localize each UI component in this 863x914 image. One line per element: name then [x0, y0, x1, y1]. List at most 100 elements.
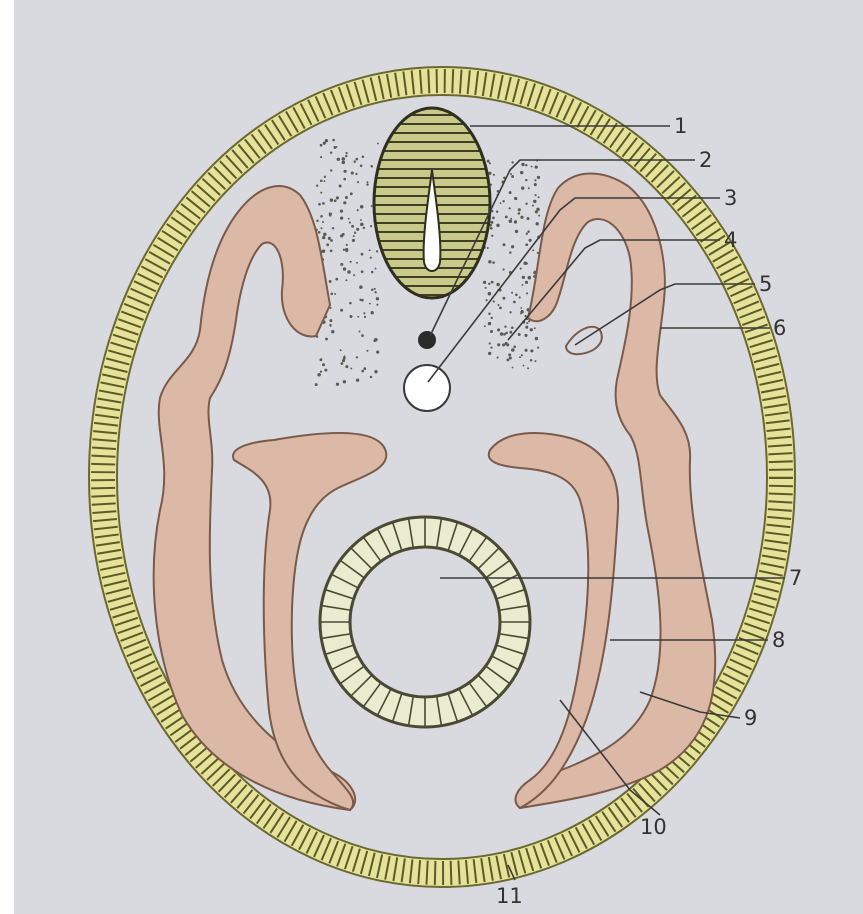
mesenchyme-dot: [329, 324, 331, 326]
mesenchyme-dot: [349, 315, 352, 318]
mesenchyme-dot: [538, 196, 540, 198]
mesenchyme-dot: [520, 171, 523, 174]
mesenchyme-dot: [528, 239, 531, 242]
mesenchyme-dot: [519, 356, 521, 358]
mesenchyme-dot: [518, 333, 521, 336]
mesenchyme-dot: [503, 243, 506, 246]
mesenchyme-dot: [353, 235, 355, 237]
mesenchyme-dot: [502, 297, 505, 300]
mesenchyme-dot: [484, 325, 486, 327]
mesenchyme-dot: [511, 245, 514, 248]
mesenchyme-dot: [506, 358, 509, 361]
mesenchyme-dot: [534, 327, 536, 329]
mesenchyme-dot: [535, 210, 538, 213]
mesenchyme-dot: [518, 208, 521, 211]
mesenchyme-dot: [330, 151, 332, 153]
mesenchyme-dot: [363, 312, 365, 314]
mesenchyme-dot: [502, 200, 504, 202]
mesenchyme-dot: [509, 207, 511, 209]
mesenchyme-dot: [509, 311, 511, 313]
mesenchyme-dot: [376, 351, 379, 354]
mesenchyme-dot: [355, 173, 357, 175]
mesenchyme-dot: [490, 221, 493, 224]
mesenchyme-dot: [342, 157, 346, 161]
mesenchyme-dot: [374, 291, 376, 293]
mesenchyme-dot: [350, 192, 353, 195]
mesenchyme-dot: [336, 383, 339, 386]
mesenchyme-dot: [350, 261, 352, 263]
mesenchyme-dot: [317, 373, 321, 377]
mesenchyme-dot: [360, 223, 363, 226]
mesenchyme-dot: [509, 356, 512, 359]
mesenchyme-dot: [356, 228, 359, 231]
mesenchyme-dot: [488, 260, 491, 263]
mesenchyme-dot: [525, 164, 527, 166]
mesenchyme-dot: [500, 332, 504, 336]
mesenchyme-dot: [500, 202, 502, 204]
mesenchyme-dot: [491, 281, 494, 284]
mesenchyme-dot: [349, 222, 351, 224]
mesenchyme-dot: [357, 181, 359, 183]
mesenchyme-dot: [354, 232, 356, 234]
mesenchyme-dot: [320, 144, 323, 147]
mesenchyme-dot: [503, 268, 505, 270]
mesenchyme-dot: [360, 205, 364, 209]
mesenchyme-dot: [349, 302, 352, 305]
mesenchyme-dot: [508, 353, 511, 356]
mesenchyme-dot: [361, 334, 364, 337]
mesenchyme-dot: [505, 215, 508, 218]
mesenchyme-dot: [340, 210, 343, 213]
mesenchyme-dot: [347, 270, 351, 274]
mesenchyme-dot: [489, 342, 491, 344]
mesenchyme-dot: [513, 345, 516, 348]
mesenchyme-dot: [371, 205, 373, 207]
mesenchyme-dot: [376, 304, 378, 306]
mesenchyme-dot: [340, 216, 343, 219]
mesenchyme-dot: [497, 343, 500, 346]
mesenchyme-dot: [360, 164, 363, 167]
mesenchyme-dot: [323, 142, 326, 145]
mesenchyme-dot: [526, 292, 528, 294]
mesenchyme-dot: [340, 263, 343, 266]
mesenchyme-dot: [509, 331, 512, 334]
mesenchyme-dot: [353, 274, 355, 276]
mesenchyme-dot: [521, 186, 524, 189]
mesenchyme-dot: [531, 166, 533, 168]
mesenchyme-dot: [504, 326, 506, 328]
mesenchyme-dot: [355, 158, 358, 161]
mesenchyme-dot: [535, 360, 537, 362]
mesenchyme-dot: [530, 349, 533, 352]
mesenchyme-dot: [345, 152, 347, 154]
mesenchyme-dot: [345, 155, 347, 157]
mesenchyme-dot: [492, 217, 495, 220]
mesenchyme-dot: [502, 343, 505, 346]
mesenchyme-dot: [364, 316, 366, 318]
mesenchyme-dot: [346, 244, 348, 246]
mesenchyme-dot: [503, 333, 506, 336]
mesenchyme-dot: [515, 294, 518, 297]
mesenchyme-dot: [357, 209, 359, 211]
mesenchyme-dot: [330, 249, 333, 252]
label-10: 10: [640, 815, 667, 839]
mesenchyme-dot: [356, 379, 359, 382]
mesenchyme-dot: [375, 268, 377, 270]
mesenchyme-dot: [526, 233, 528, 235]
mesenchyme-dot: [322, 221, 324, 223]
mesenchyme-dot: [356, 262, 358, 264]
mesenchyme-dot: [514, 197, 517, 200]
label-1: 1: [674, 114, 687, 138]
mesenchyme-dot: [343, 249, 345, 251]
mesenchyme-dot: [487, 160, 490, 163]
mesenchyme-dot: [534, 179, 536, 181]
mesenchyme-dot: [490, 346, 492, 348]
mesenchyme-dot: [523, 365, 525, 367]
mesenchyme-dot: [345, 196, 348, 199]
mesenchyme-dot: [370, 225, 372, 227]
mesenchyme-dot: [329, 280, 332, 283]
mesenchyme-dot: [316, 185, 318, 187]
mesenchyme-dot: [356, 356, 358, 358]
mesenchyme-dot: [369, 249, 371, 251]
mesenchyme-dot: [371, 311, 374, 314]
